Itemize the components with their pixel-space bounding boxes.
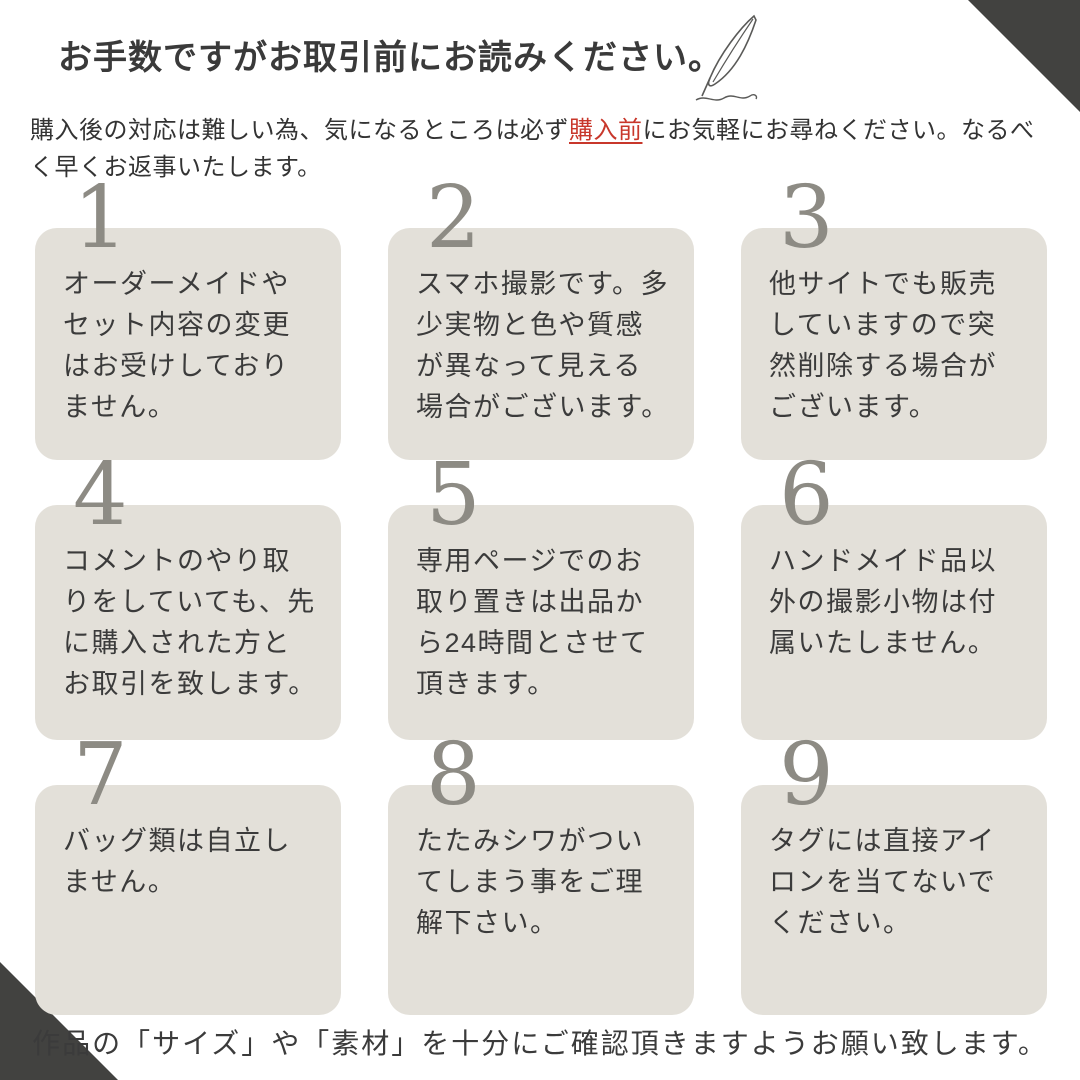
- card-text: 他サイトでも販売していますので突然削除する場合がございます。: [741, 228, 1047, 460]
- notice-card-5: 5 専用ページでのお取り置きは出品から24時間とさせて頂きます。: [388, 445, 694, 740]
- card-text: オーダーメイドやセット内容の変更はお受けしておりません。: [35, 228, 341, 460]
- notice-card-8: 8 たたみシワがついてしまう事をご理解下さい。: [388, 725, 694, 1015]
- card-number: 4: [73, 445, 128, 545]
- card-number: 6: [779, 445, 834, 545]
- card-number: 1: [73, 168, 128, 268]
- card-text: バッグ類は自立しません。: [35, 785, 341, 1015]
- notice-card-3: 3 他サイトでも販売していますので突然削除する場合がございます。: [741, 168, 1047, 460]
- intro-before: 購入後の対応は難しい為、気になるところは必ず: [30, 117, 569, 144]
- notice-card-9: 9 タグには直接アイロンを当てないでください。: [741, 725, 1047, 1015]
- card-text: たたみシワがついてしまう事をご理解下さい。: [388, 785, 694, 1015]
- intro-after: にお気軽にお尋ねください。なるべく早くお返事いたします。: [30, 117, 1035, 182]
- notice-card-7: 7 バッグ類は自立しません。: [35, 725, 341, 1015]
- card-text: タグには直接アイロンを当てないでください。: [741, 785, 1047, 1015]
- card-number: 9: [779, 725, 834, 825]
- card-text: ハンドメイド品以外の撮影小物は付属いたしません。: [741, 505, 1047, 740]
- quill-pen-icon: [695, 14, 758, 101]
- notice-card-6: 6 ハンドメイド品以外の撮影小物は付属いたしません。: [741, 445, 1047, 740]
- notice-card-4: 4 コメントのやり取りをしていても、先に購入された方とお取引を致します。: [35, 445, 341, 740]
- card-number: 8: [426, 725, 481, 825]
- card-number: 5: [426, 445, 481, 545]
- notice-card-2: 2 スマホ撮影です。多少実物と色や質感が異なって見える場合がございます。: [388, 168, 694, 460]
- footer-note: 作品の「サイズ」や「素材」を十分にご確認頂きますようお願い致します。: [32, 1028, 1048, 1059]
- notice-card-1: 1 オーダーメイドやセット内容の変更はお受けしておりません。: [35, 168, 341, 460]
- card-text: スマホ撮影です。多少実物と色や質感が異なって見える場合がございます。: [388, 228, 694, 460]
- card-number: 3: [779, 168, 834, 268]
- card-text: コメントのやり取りをしていても、先に購入された方とお取引を致します。: [35, 505, 341, 740]
- intro-highlight-before-purchase: 購入前: [569, 117, 643, 144]
- card-number: 7: [73, 725, 128, 825]
- intro-text: 購入後の対応は難しい為、気になるところは必ず購入前にお気軽にお尋ねください。なる…: [30, 112, 1052, 186]
- card-text: 専用ページでのお取り置きは出品から24時間とさせて頂きます。: [388, 505, 694, 740]
- card-number: 2: [426, 168, 481, 268]
- corner-accent-top-right: [968, 0, 1080, 112]
- page-title: お手数ですがお取引前にお読みください。: [58, 39, 723, 77]
